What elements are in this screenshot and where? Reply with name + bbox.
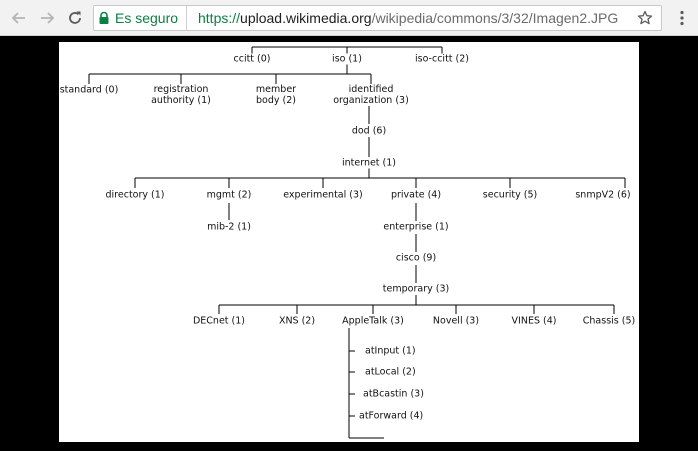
node-dod: dod (6) — [350, 125, 388, 137]
url-path: /wikipedia/commons/3/32/Imagen2.JPG — [371, 10, 619, 26]
node-directory: directory (1) — [104, 189, 166, 201]
lock-icon — [99, 11, 109, 24]
bookmark-button[interactable] — [635, 8, 655, 28]
node-atlocal: atLocal (2) — [364, 366, 417, 378]
node-decnet: DECnet (1) — [191, 315, 247, 327]
node-ccitt: ccitt (0) — [232, 53, 272, 65]
url-host: upload.wikimedia.org — [240, 10, 372, 26]
image-viewer: ccitt (0) iso (1) iso-ccitt (2) standard… — [0, 36, 698, 451]
back-arrow-icon — [11, 12, 25, 24]
reload-icon — [69, 11, 81, 24]
back-button[interactable] — [8, 7, 30, 29]
node-private: private (4) — [389, 189, 443, 201]
node-security: security (5) — [481, 189, 539, 201]
node-identified-organization: identified organization (3) — [332, 84, 410, 106]
node-xns: XNS (2) — [277, 315, 317, 327]
node-identified-line1: identified — [348, 84, 394, 95]
security-label: Es seguro — [115, 10, 179, 26]
url-text[interactable]: https://upload.wikimedia.org/wikipedia/c… — [198, 6, 618, 30]
address-bar[interactable]: Es seguro https://upload.wikimedia.org/w… — [93, 5, 662, 31]
node-novell: Novell (3) — [431, 315, 481, 327]
node-snmpv2: snmpV2 (6) — [574, 189, 632, 201]
node-atforward: atForward (4) — [358, 410, 425, 422]
node-identified-line2: organization (3) — [333, 95, 409, 106]
star-icon — [637, 10, 653, 25]
oid-tree-image: ccitt (0) iso (1) iso-ccitt (2) standard… — [59, 42, 639, 442]
node-cisco: cisco (9) — [394, 252, 438, 264]
node-enterprise: enterprise (1) — [382, 221, 450, 233]
node-atbcastin: atBcastin (3) — [362, 388, 425, 400]
forward-button[interactable] — [36, 7, 58, 29]
url-scheme: https:// — [198, 10, 241, 26]
node-atinput: atInput (1) — [364, 345, 417, 357]
node-registration-authority: registration authority (1) — [150, 84, 212, 106]
node-appletalk: AppleTalk (3) — [341, 315, 405, 327]
browser-toolbar: Es seguro https://upload.wikimedia.org/w… — [0, 0, 698, 36]
node-vines: VINES (4) — [510, 315, 558, 327]
node-iso: iso (1) — [331, 53, 363, 65]
node-experimental: experimental (3) — [282, 189, 364, 201]
node-mgmt: mgmt (2) — [205, 189, 253, 201]
node-member-line2: body (2) — [256, 95, 296, 106]
reload-button[interactable] — [64, 7, 86, 29]
forward-arrow-icon — [41, 12, 55, 24]
node-iso-ccitt: iso-ccitt (2) — [413, 53, 471, 65]
tree-connector-lines — [88, 46, 626, 439]
node-member-line1: member — [255, 84, 297, 95]
kebab-menu-icon — [680, 10, 684, 26]
node-registration-line2: authority (1) — [151, 95, 211, 106]
node-chassis: Chassis (5) — [581, 315, 637, 327]
node-member-body: member body (2) — [254, 84, 298, 106]
node-standard: standard (0) — [59, 84, 120, 96]
node-registration-line1: registration — [153, 84, 209, 95]
browser-menu-button[interactable] — [672, 7, 692, 29]
node-temporary: temporary (3) — [381, 283, 451, 295]
node-internet: internet (1) — [340, 157, 398, 169]
security-indicator[interactable]: Es seguro — [98, 6, 188, 30]
node-mib-2: mib-2 (1) — [206, 221, 252, 233]
